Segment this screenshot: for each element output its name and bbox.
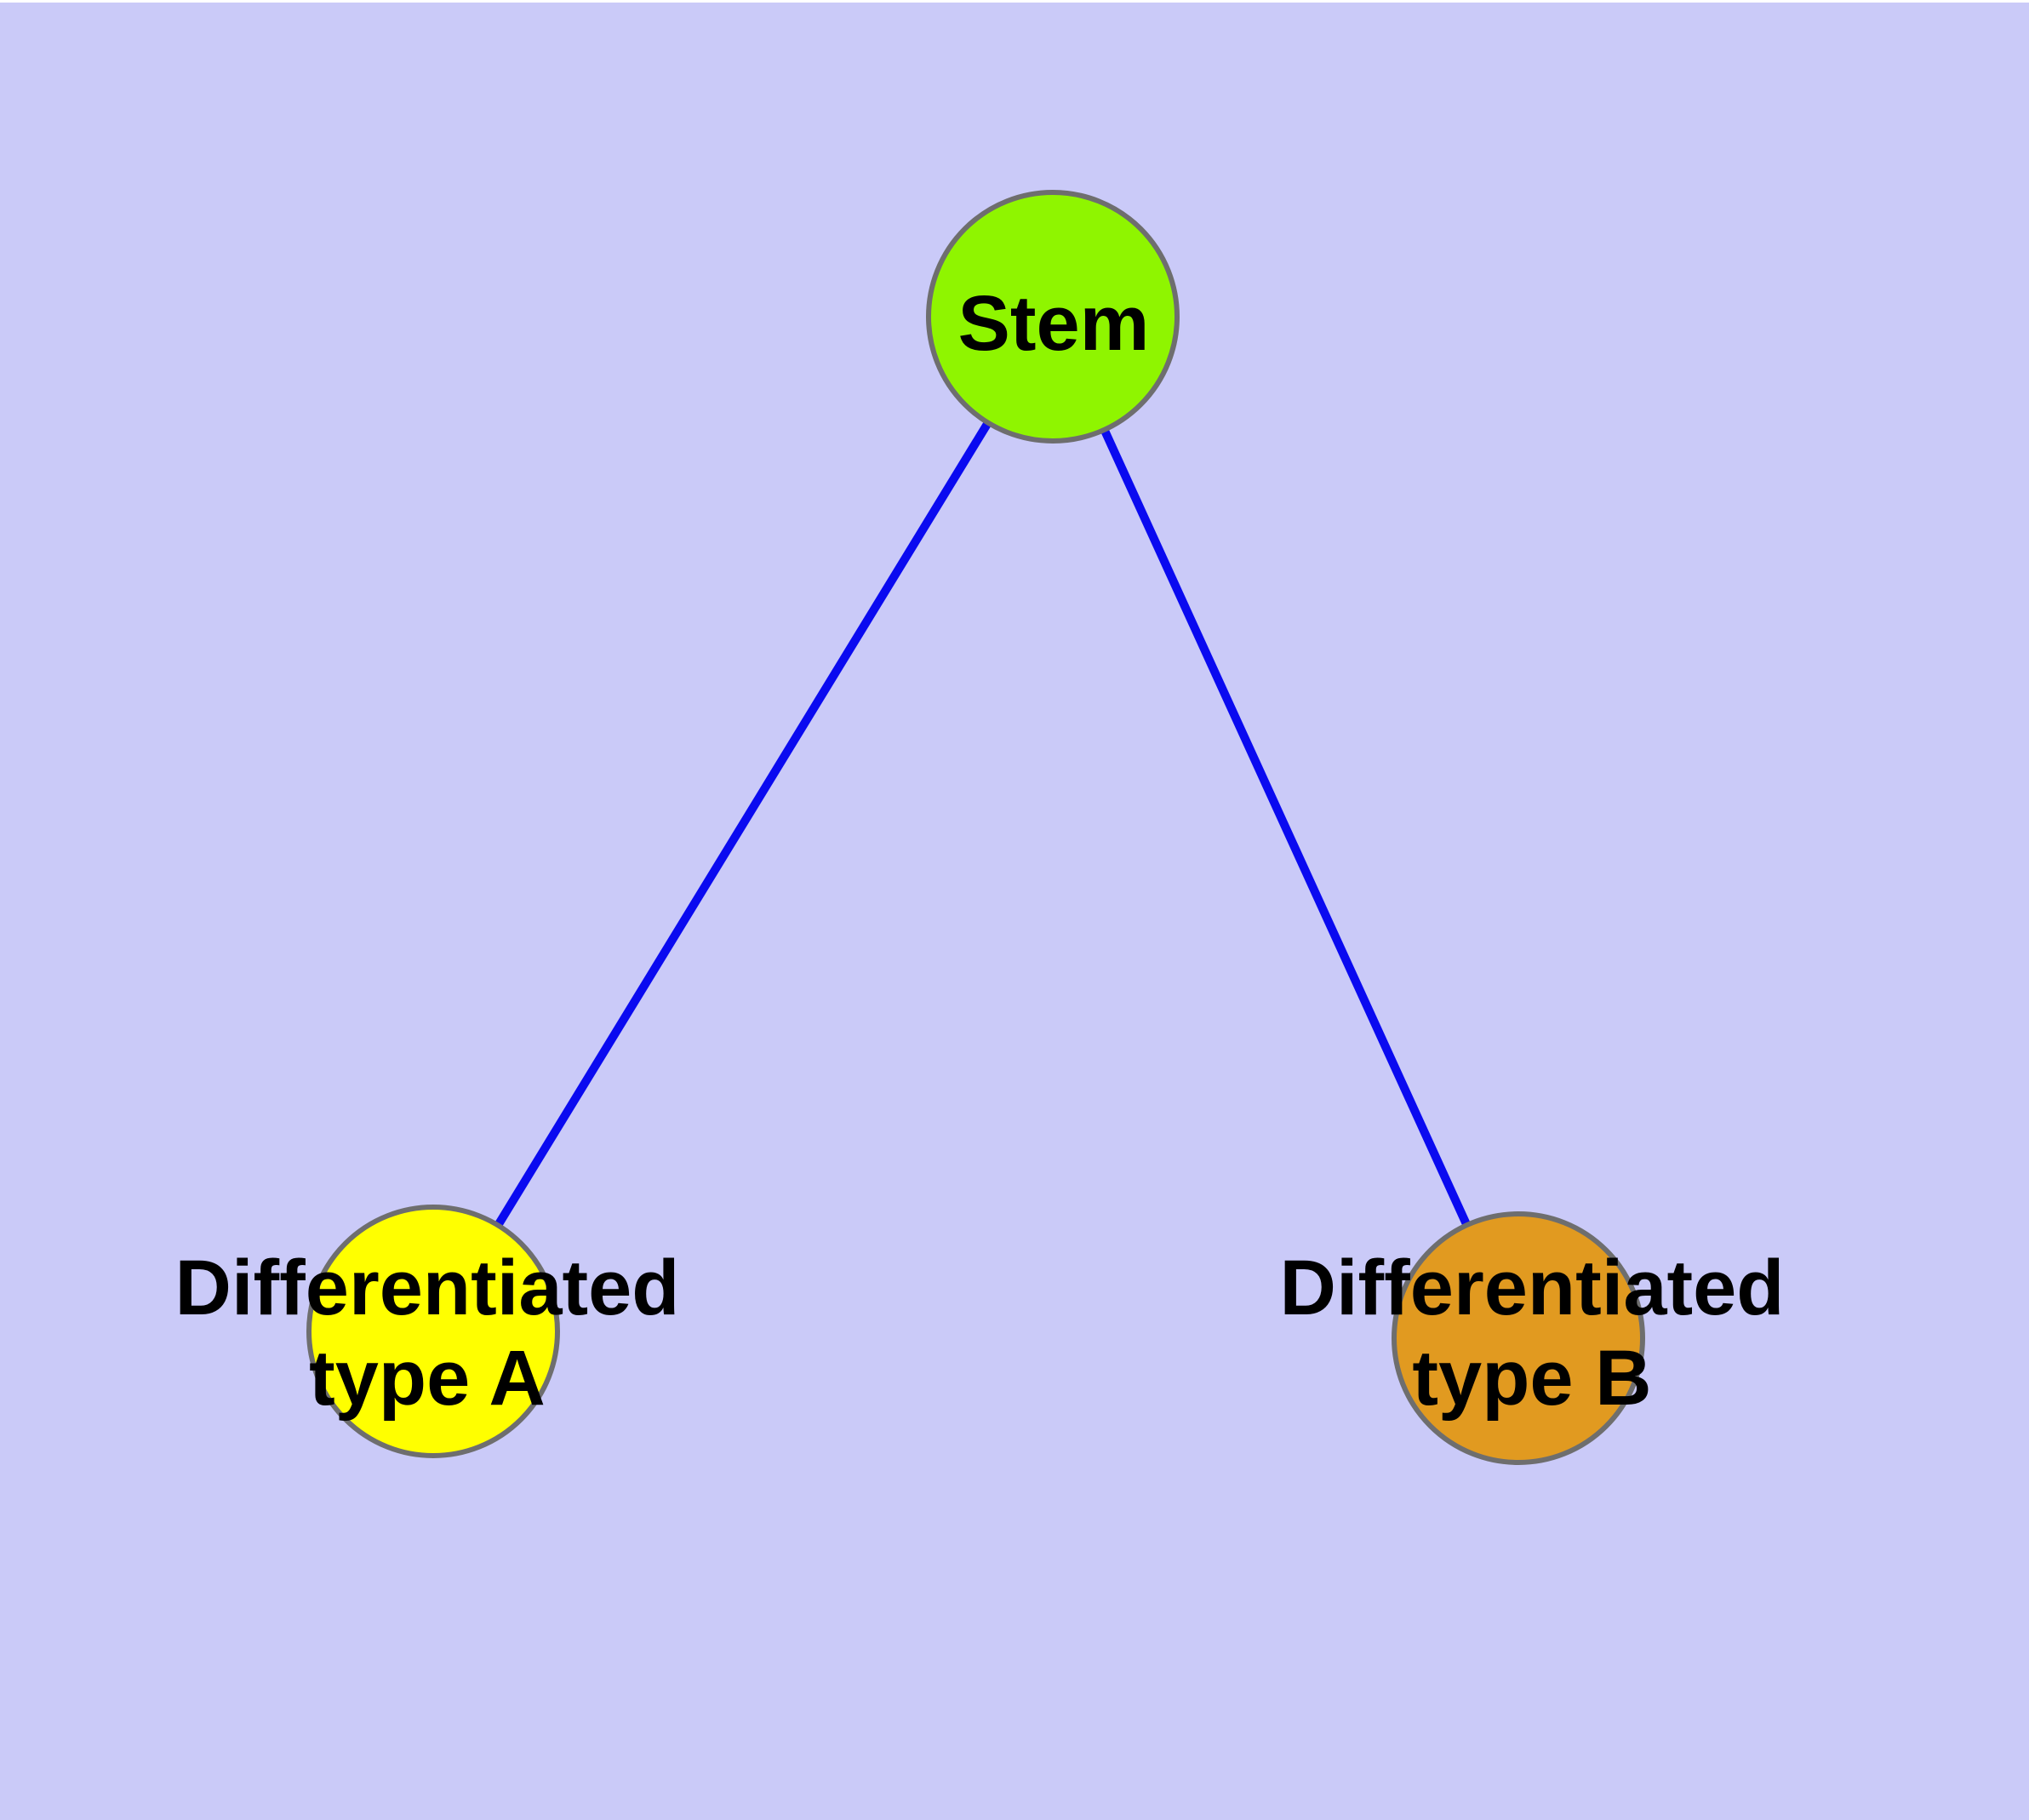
node-type-b-label: Differentiated type B	[1280, 1243, 1785, 1423]
node-differentiated-type-a	[306, 1205, 560, 1458]
node-type-a-label-line1: Differentiated	[174, 1245, 680, 1331]
node-type-b-label-line1: Differentiated	[1279, 1245, 1785, 1331]
edge-stem-to-type-b	[1049, 314, 1523, 1341]
node-stem-label: Stem	[957, 280, 1150, 367]
node-type-a-label-line2: type A	[309, 1335, 546, 1422]
top-strip	[0, 0, 2029, 3]
node-type-b-label-line2: type B	[1412, 1335, 1652, 1422]
node-stem	[926, 190, 1180, 444]
node-type-a-label: Differentiated type A	[175, 1243, 680, 1423]
node-differentiated-type-b	[1392, 1211, 1645, 1465]
edge-stem-to-type-a	[429, 314, 1057, 1334]
